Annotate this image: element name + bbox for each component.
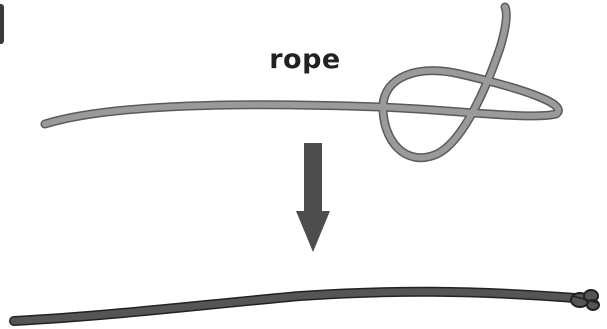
top-rope-fill xyxy=(42,4,562,161)
down-arrow xyxy=(296,143,330,252)
top-rope-loose xyxy=(40,2,563,163)
bottom-rope-tight xyxy=(9,286,600,326)
top-rope-outline xyxy=(40,2,563,163)
bottom-rope-fill xyxy=(10,288,579,325)
knot xyxy=(570,289,600,311)
down-arrow-head xyxy=(296,211,330,252)
corner-tab xyxy=(0,4,4,44)
down-arrow-shaft xyxy=(304,143,322,213)
rope-label: rope xyxy=(269,44,341,75)
